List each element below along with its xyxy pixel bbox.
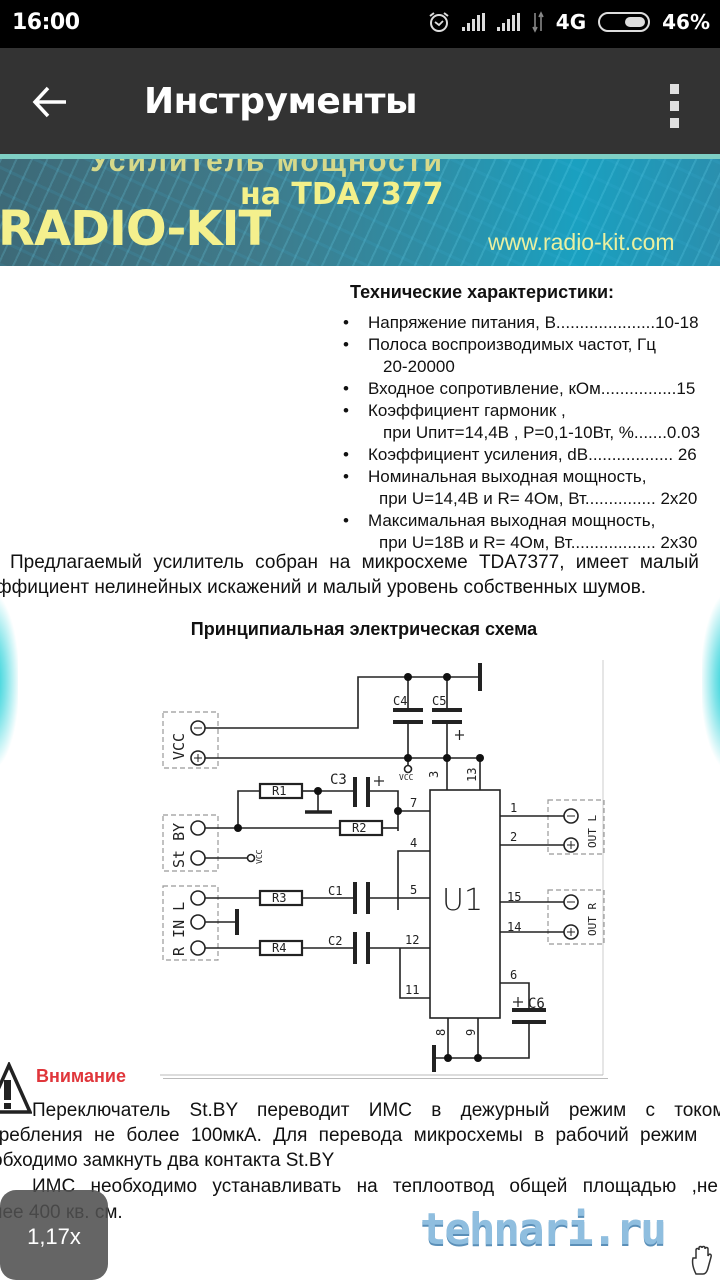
- warning-text-line: требления не более 100мкА. Для перевода …: [0, 1125, 698, 1146]
- label-r2: R2: [352, 821, 366, 835]
- vcc-ref-label: VCC: [399, 773, 414, 782]
- battery-percent: 46%: [662, 10, 710, 34]
- specs-list: •Напряжение питания, В..................…: [343, 312, 700, 554]
- divider: [163, 1078, 608, 1079]
- spec-item: •Напряжение питания, В..................…: [343, 313, 699, 332]
- pin-7: 7: [410, 796, 417, 810]
- edge-glow-left: [0, 596, 18, 766]
- spec-item: •Входное сопротивление, кОм.............…: [343, 379, 696, 398]
- app-bar: Инструменты: [0, 48, 720, 156]
- spec-text: Напряжение питания, В...................…: [368, 313, 699, 332]
- pin-1: 1: [510, 801, 517, 815]
- document-viewer[interactable]: Технические характеристики: •Напряжение …: [0, 266, 720, 1280]
- edge-glow-right: [702, 596, 720, 766]
- label-r1: R1: [272, 784, 286, 798]
- signal-icon: [461, 13, 485, 31]
- watermark-logo: tehnari.ru: [420, 1204, 667, 1255]
- spec-item: •Максимальная выходная мощность,при U=18…: [343, 510, 700, 554]
- label-c3: C3: [330, 772, 347, 788]
- spec-cont: при Uпит=14,4В , Р=0,1-10Вт, %.......0.0…: [383, 423, 701, 442]
- data-arrows-icon: [532, 11, 544, 33]
- ic-label: U1: [442, 883, 483, 918]
- spec-cont: при U=18В и R= 4Ом, Вт..................…: [379, 533, 698, 552]
- pcb-background-image: [0, 159, 720, 266]
- pin-4: 4: [410, 836, 417, 850]
- signal-icon: [496, 13, 520, 31]
- more-vertical-icon: [669, 84, 679, 128]
- pin-9: 9: [464, 1029, 478, 1036]
- spec-item: •Коэффициент усиления, dB...............…: [343, 445, 697, 464]
- more-options-button[interactable]: [666, 84, 682, 128]
- label-c2: C2: [328, 934, 342, 948]
- pin-13: 13: [465, 768, 479, 782]
- pin-11: 11: [405, 983, 419, 997]
- zoom-level-badge: 1,17x: [0, 1190, 108, 1280]
- page-title: Инструменты: [144, 81, 418, 122]
- pin-15: 15: [507, 890, 521, 904]
- intro-paragraph-line: ффициент нелинейных искажений и малый ур…: [0, 577, 647, 598]
- battery-fill: [625, 17, 646, 27]
- connector-out-l-label: OUT L: [586, 815, 599, 848]
- label-r4: R4: [272, 941, 286, 955]
- heatsink-text-line: ИМС необходимо устанавливать на теплоотв…: [32, 1176, 718, 1197]
- network-type: 4G: [555, 10, 587, 34]
- warning-title: Внимание: [36, 1066, 126, 1086]
- spec-cont: при U=14,4В и R= 4Ом, Вт............... …: [379, 489, 698, 508]
- pin-8: 8: [434, 1029, 448, 1036]
- connector-input-label: R IN L: [170, 902, 188, 956]
- spec-text: Номинальная выходная мощность,: [368, 467, 647, 486]
- status-bar: 16:00 4G 46%: [0, 0, 720, 48]
- pin-12: 12: [405, 933, 419, 947]
- banner-subtitle: на TDA7377: [240, 177, 444, 212]
- warning-text-line: Переключатель St.BY переводит ИМС в дежу…: [32, 1100, 720, 1121]
- status-icons: 4G 46%: [428, 10, 710, 34]
- schematic-title: Принципиальная электрическая схема: [190, 619, 538, 639]
- intro-paragraph-line: Предлагаемый усилитель собран на микросх…: [10, 552, 699, 573]
- arrow-left-icon: [32, 86, 66, 118]
- document-banner: Усилитель мощности на TDA7377 RADIO-KIT …: [0, 159, 720, 266]
- status-time: 16:00: [12, 10, 80, 35]
- pin-14: 14: [507, 920, 521, 934]
- accent-divider: [0, 154, 720, 159]
- pin-2: 2: [510, 830, 517, 844]
- label-c5: C5: [432, 694, 446, 708]
- spec-text: Коэффициент усиления, dB................…: [368, 445, 697, 464]
- spec-text: Входное сопротивление, кОм..............…: [368, 379, 696, 398]
- connector-standby-label: St BY: [170, 823, 188, 868]
- spec-item: •Номинальная выходная мощность,при U=14,…: [343, 466, 700, 510]
- hand-cursor-icon: [691, 1245, 712, 1275]
- back-button[interactable]: [30, 82, 70, 122]
- banner-top-text: Усилитель мощности: [90, 159, 444, 178]
- banner-url: www.radio-kit.com: [488, 229, 675, 255]
- label-c6: C6: [528, 996, 545, 1012]
- label-c1: C1: [328, 884, 342, 898]
- battery-icon: [598, 12, 651, 32]
- circuit-schematic: C4 C5 C3 C1 C2 C6 R1 R2 R3 R4 U1 7 4 5 1…: [160, 660, 605, 1076]
- spec-text: Полоса воспроизводимых частот, Гц: [368, 335, 656, 354]
- pin-3: 3: [427, 771, 441, 778]
- spec-text: Коэффициент гармоник ,: [368, 401, 566, 420]
- label-r3: R3: [272, 891, 286, 905]
- pin-5: 5: [410, 883, 417, 897]
- warning-icon: [0, 1062, 32, 1114]
- alarm-icon: [429, 12, 449, 32]
- banner-brand: RADIO-KIT: [0, 201, 271, 257]
- connector-vcc-label: VCC: [170, 733, 188, 760]
- label-c4: C4: [393, 694, 407, 708]
- spec-cont: 20-20000: [383, 357, 455, 376]
- specs-title: Технические характеристики:: [350, 282, 615, 302]
- spec-item: •Коэффициент гармоник ,при Uпит=14,4В , …: [343, 401, 701, 442]
- vcc-ref-label: VCC: [255, 849, 264, 864]
- warning-text-line: обходимо замкнуть два контакта St.BY: [0, 1150, 335, 1171]
- pin-6: 6: [510, 968, 517, 982]
- connector-out-r-label: OUT R: [586, 903, 599, 936]
- spec-text: Максимальная выходная мощность,: [368, 511, 656, 530]
